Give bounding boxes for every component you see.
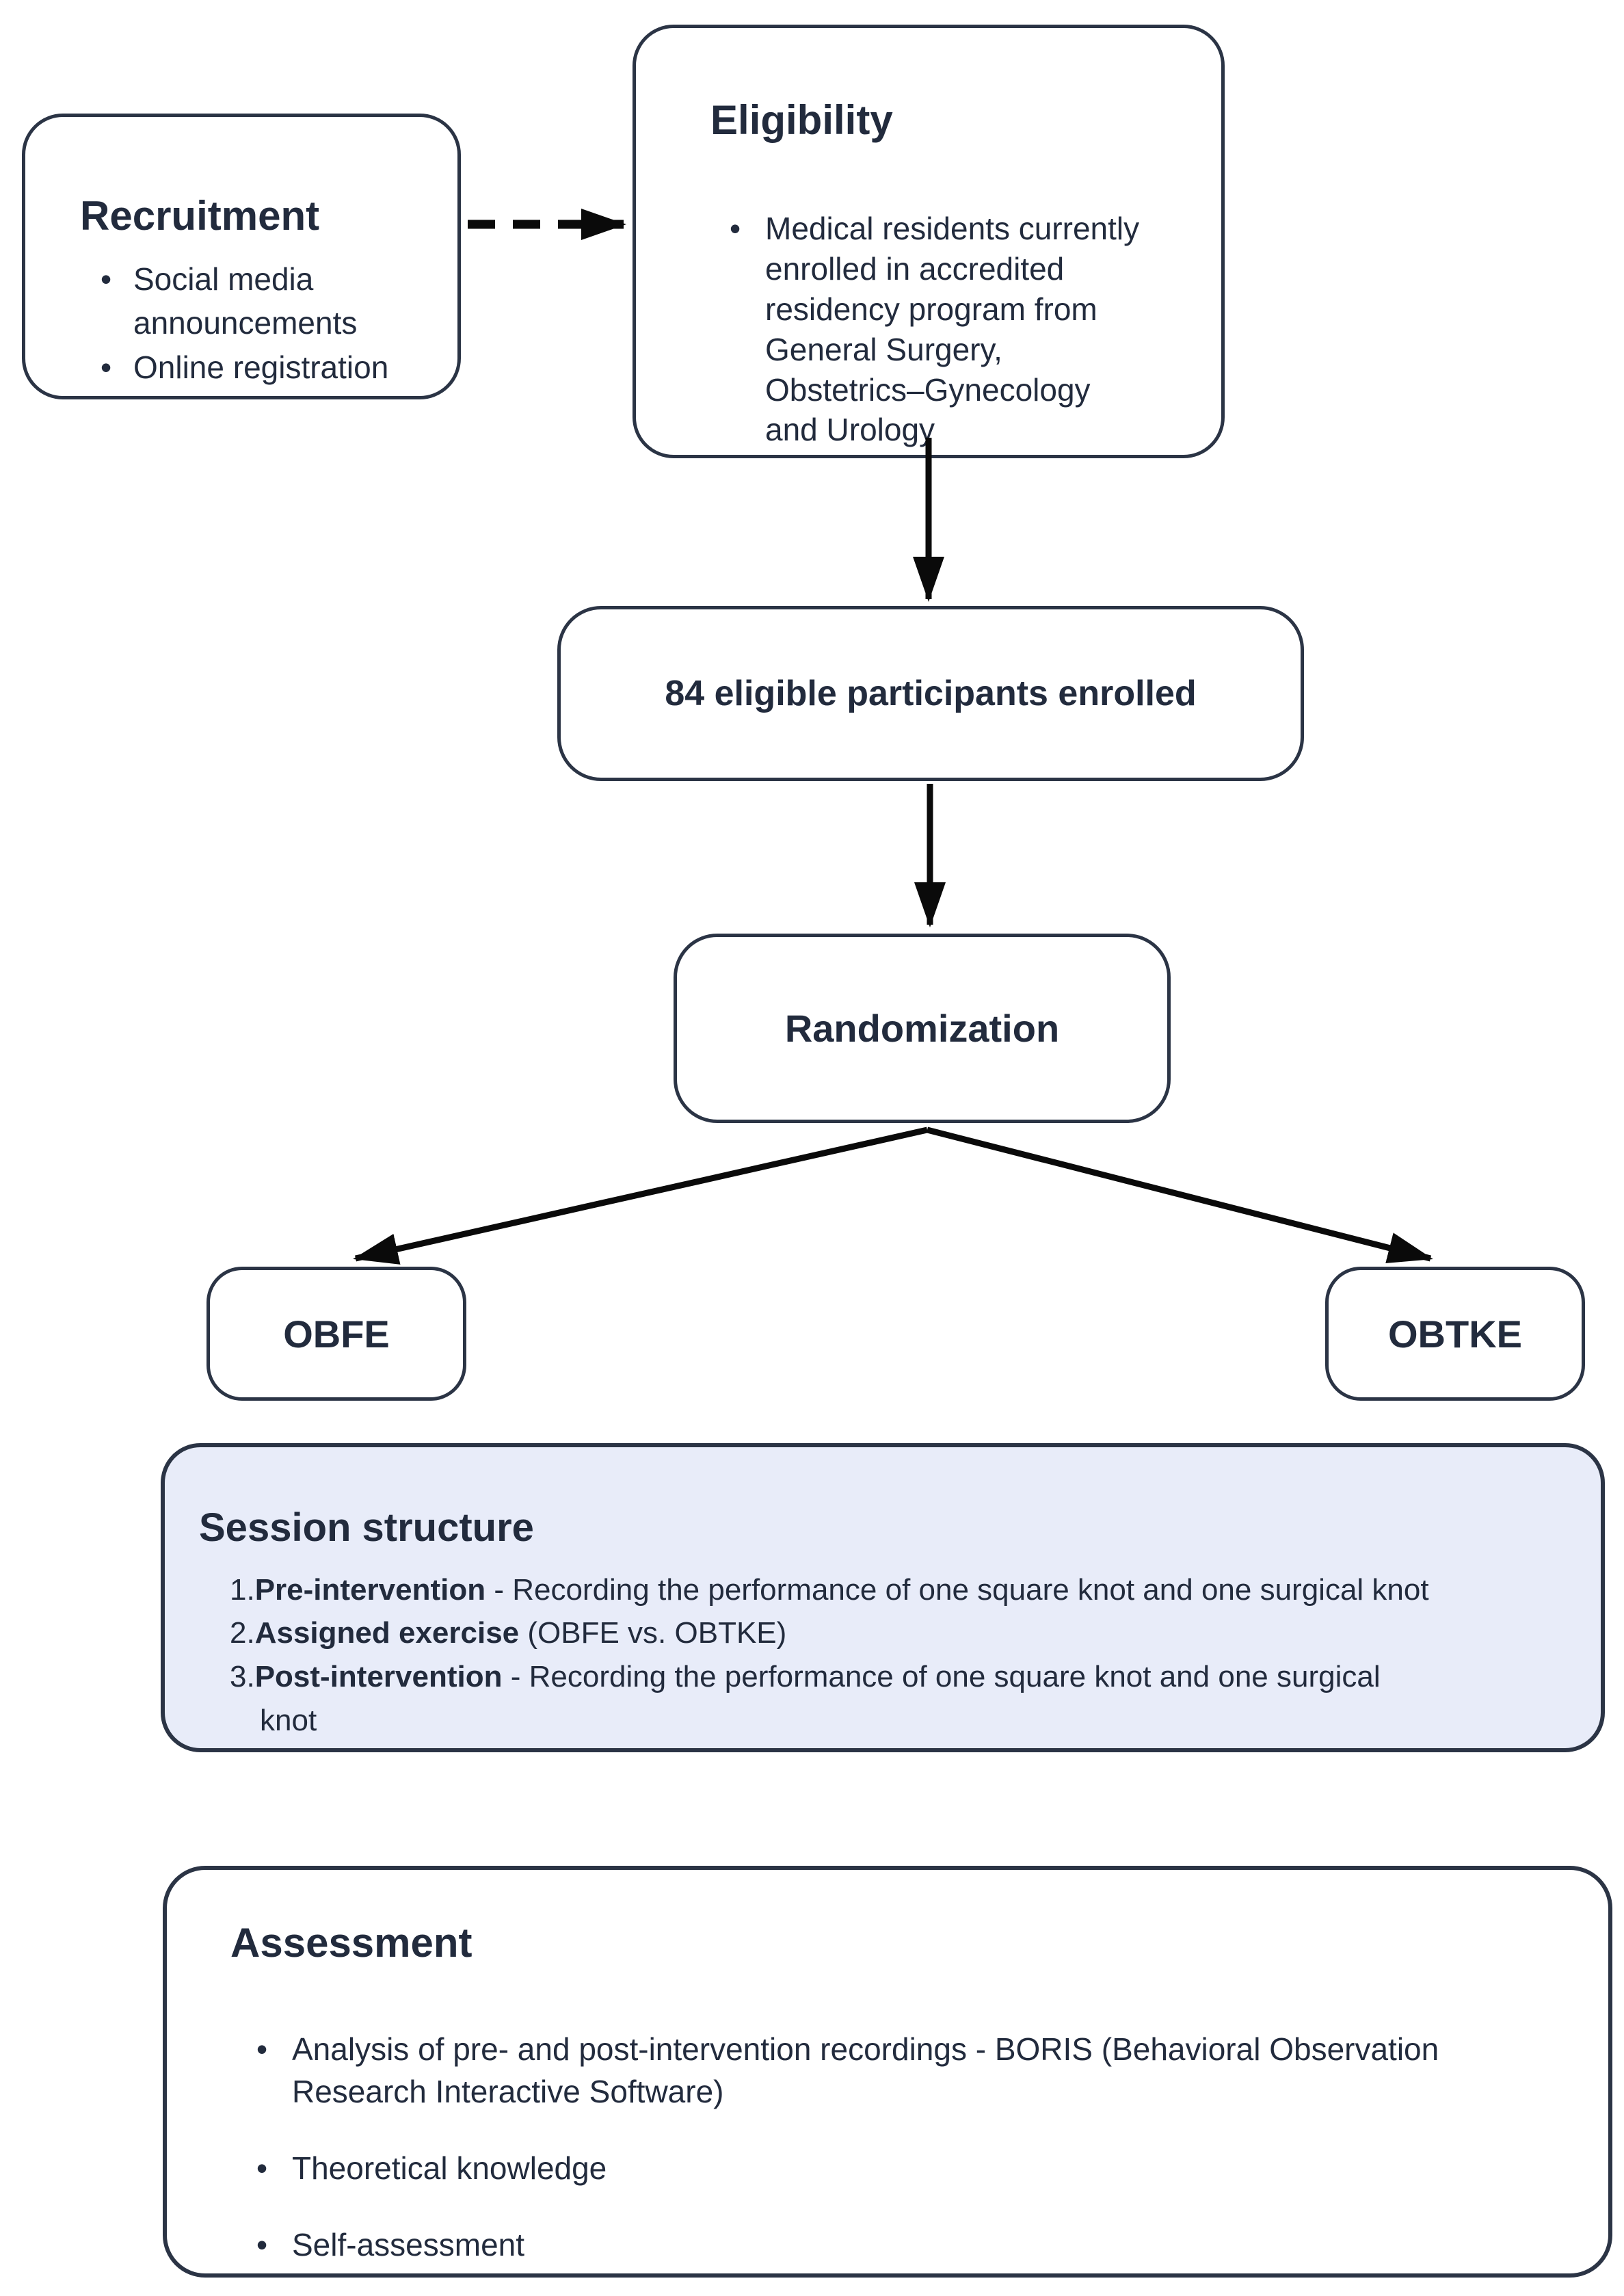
- session-step-text: - Recording the performance of one squar…: [502, 1660, 1381, 1694]
- arrow-randomization-to-obtke: [926, 1126, 1433, 1263]
- assessment-panel: Assessment Analysis of pre- and post-int…: [163, 1866, 1612, 2278]
- eligibility-bullet-line: Obstetrics–Gynecology: [765, 371, 1091, 408]
- obtke-node: OBTKE: [1325, 1267, 1585, 1401]
- session-step-pre-intervention: 1.Pre-intervention - Recording the perfo…: [230, 1568, 1577, 1612]
- recruitment-bullet-online-registration: Online registration: [80, 345, 431, 390]
- recruitment-bullet-list: Social media announcements Online regist…: [80, 257, 431, 390]
- session-structure-title: Session structure: [199, 1505, 534, 1550]
- session-step-list: 1.Pre-intervention - Recording the perfo…: [199, 1568, 1577, 1743]
- assessment-bullet-self-assessment: Self-assessment: [230, 2224, 1571, 2266]
- recruitment-box: Recruitment Social media announcements O…: [22, 114, 461, 399]
- assessment-bullet-analysis: Analysis of pre- and post-intervention r…: [230, 2028, 1571, 2113]
- assessment-bullet-line: Theoretical knowledge: [292, 2150, 607, 2187]
- eligibility-bullet-line: residency program from: [765, 291, 1097, 327]
- randomization-node: Randomization: [674, 934, 1171, 1123]
- assessment-bullet-line: Self-assessment: [292, 2227, 525, 2263]
- session-step-continuation: knot: [260, 1704, 317, 1738]
- assessment-bullet-line: Research Interactive Software): [292, 2074, 724, 2110]
- eligibility-bullet-line: Medical residents currently: [765, 211, 1140, 246]
- eligibility-bullet-medical-residents: Medical residents currently enrolled in …: [710, 209, 1194, 450]
- session-step-lead: Assigned exercise: [254, 1616, 520, 1650]
- session-step-lead: Pre-intervention: [254, 1572, 486, 1607]
- obfe-node: OBFE: [207, 1267, 466, 1401]
- arrow-randomization-to-obfe: [353, 1126, 928, 1265]
- session-step-text: - Recording the performance of one squar…: [485, 1572, 1429, 1607]
- obfe-label: OBFE: [283, 1312, 390, 1356]
- enrolled-node: 84 eligible participants enrolled: [557, 606, 1304, 781]
- session-step-assigned-exercise: 2.Assigned exercise (OBFE vs. OBTKE): [230, 1611, 1577, 1655]
- recruitment-bullet-line: Online registration: [133, 349, 389, 385]
- enrolled-label: 84 eligible participants enrolled: [665, 674, 1197, 713]
- session-step-text: (OBFE vs. OBTKE): [519, 1616, 787, 1650]
- eligibility-bullet-line: General Surgery,: [765, 331, 1002, 367]
- eligibility-title: Eligibility: [710, 97, 893, 143]
- recruitment-title: Recruitment: [80, 193, 320, 239]
- assessment-bullet-theoretical-knowledge: Theoretical knowledge: [230, 2147, 1571, 2189]
- session-step-post-intervention: 3.Post-intervention - Recording the perf…: [230, 1655, 1577, 1743]
- assessment-title: Assessment: [230, 1920, 472, 1966]
- session-structure-panel: Session structure 1.Pre-intervention - R…: [161, 1443, 1605, 1752]
- eligibility-box: Eligibility Medical residents currently …: [633, 25, 1225, 458]
- recruitment-bullet-line: announcements: [133, 305, 358, 341]
- recruitment-bullet-line: Social media: [133, 261, 314, 297]
- assessment-bullet-line: Analysis of pre- and post-intervention r…: [292, 2031, 1439, 2067]
- assessment-bullet-list: Analysis of pre- and post-intervention r…: [230, 2028, 1571, 2266]
- obtke-label: OBTKE: [1388, 1312, 1522, 1356]
- session-step-number: 3.: [230, 1660, 255, 1694]
- eligibility-bullet-list: Medical residents currently enrolled in …: [710, 209, 1194, 450]
- session-step-number: 1.: [230, 1572, 255, 1607]
- eligibility-bullet-line: enrolled in accredited: [765, 250, 1065, 287]
- session-step-number: 2.: [230, 1616, 255, 1650]
- randomization-label: Randomization: [784, 1007, 1060, 1050]
- eligibility-bullet-line: and Urology: [765, 412, 935, 448]
- session-step-lead: Post-intervention: [254, 1660, 503, 1694]
- recruitment-bullet-social-media: Social media announcements: [80, 257, 431, 345]
